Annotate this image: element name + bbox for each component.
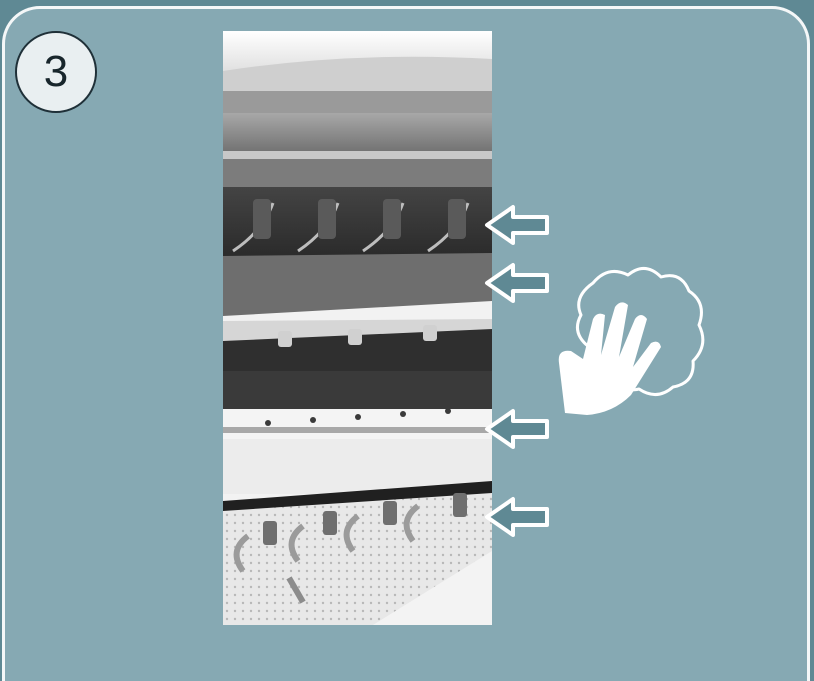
left-arrow-icon: [483, 407, 553, 451]
left-arrow-icon: [483, 261, 553, 305]
step-number: 3: [44, 47, 68, 97]
step-number-badge: 3: [15, 31, 97, 113]
printer-interior-drawing: [223, 31, 492, 625]
printer-interior-photo: [223, 31, 492, 625]
instruction-panel: 3: [2, 6, 810, 681]
hand-with-cloth-icon: [553, 263, 711, 417]
left-arrow-icon: [483, 203, 553, 247]
left-arrow-icon: [483, 495, 553, 539]
